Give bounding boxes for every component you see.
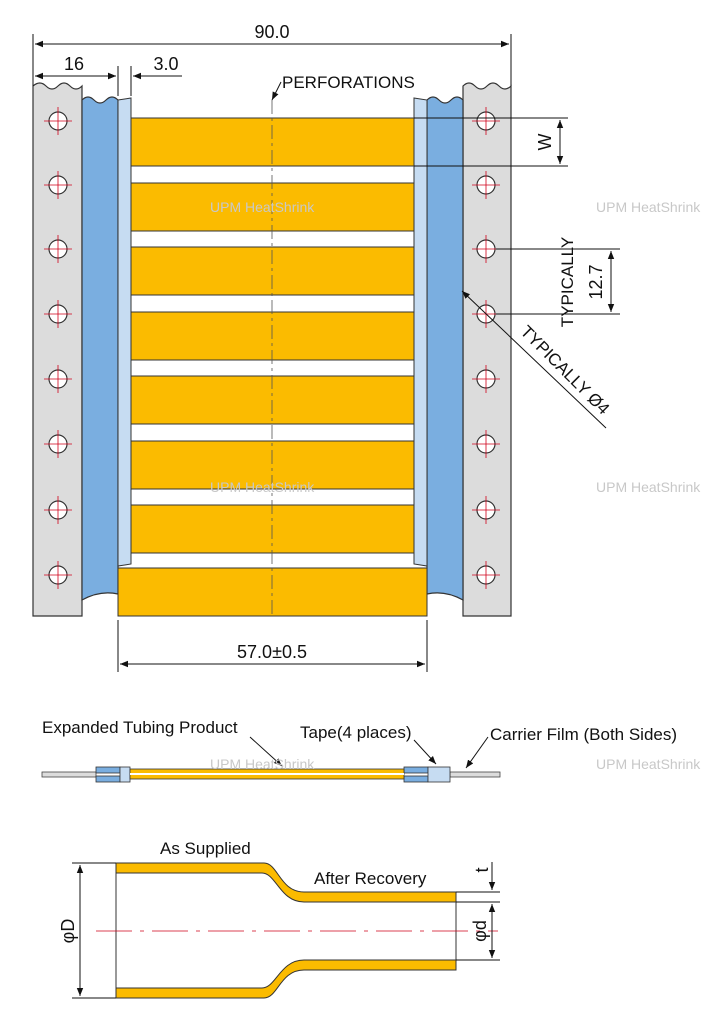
carrier-label: Carrier Film (Both Sides) — [490, 725, 677, 744]
gap-label: 3.0 — [153, 54, 178, 74]
product-leader — [249, 736, 283, 767]
after-label: After Recovery — [314, 869, 427, 888]
margin-label: 16 — [64, 54, 84, 74]
carrier-leader — [465, 736, 489, 769]
watermark: UPM HeatShrink — [596, 756, 701, 772]
small-d-label: φd — [470, 920, 490, 942]
right-carrier-film — [462, 82, 512, 617]
tube-strip — [130, 117, 415, 167]
tape-edge — [119, 766, 131, 783]
tape-label: Tape(4 places) — [300, 723, 412, 742]
tape-side — [95, 775, 121, 783]
side-view: Expanded Tubing Product Tape(4 places) C… — [41, 718, 677, 783]
hole-diameter-label: TYPICALLY Ø4 — [517, 322, 614, 419]
tape-side — [95, 766, 121, 774]
product-label: Expanded Tubing Product — [42, 718, 238, 737]
tube-strip — [130, 440, 415, 490]
watermark: UPM HeatShrink — [596, 479, 701, 495]
right-tape-inner — [413, 97, 428, 567]
watermark: UPM HeatShrink — [210, 756, 315, 772]
tape-leader — [413, 739, 437, 765]
length-label: 57.0±0.5 — [237, 642, 307, 662]
w-label: W — [535, 134, 555, 151]
watermarks: UPM HeatShrink UPM HeatShrink UPM HeatSh… — [210, 199, 701, 772]
left-carrier-film — [32, 82, 83, 617]
carrier-film-left — [41, 771, 97, 778]
watermark: UPM HeatShrink — [210, 199, 315, 215]
tape-edge — [427, 766, 451, 783]
tube-strip-free — [117, 567, 428, 617]
tape-side — [403, 766, 429, 774]
tube-strip — [130, 504, 415, 554]
overall-width-label: 90.0 — [254, 22, 289, 42]
tube-strip — [130, 311, 415, 361]
left-tape-inner — [117, 97, 132, 567]
t-label: t — [472, 867, 492, 872]
supplied-wall-bottom — [115, 959, 457, 999]
tube-strip — [130, 246, 415, 296]
recovery-view: φD t φd As Supplied After Recovery — [58, 839, 500, 999]
watermark: UPM HeatShrink — [596, 199, 701, 215]
hole-leader — [461, 290, 607, 429]
watermark: UPM HeatShrink — [210, 479, 315, 495]
tube-strips — [117, 117, 428, 617]
perforation-leader — [271, 81, 282, 101]
top-view: PERFORATIONS 90.0 16 3.0 W TYPICALLY 12.… — [32, 22, 620, 672]
tape-side — [403, 775, 429, 783]
big-d-label: φD — [58, 919, 78, 944]
supplied-label: As Supplied — [160, 839, 251, 858]
perforations-label: PERFORATIONS — [282, 73, 415, 92]
left-tape — [81, 96, 119, 602]
carrier-film-right — [449, 771, 501, 778]
tube-strip — [130, 375, 415, 425]
pitch-typ-label: TYPICALLY — [558, 237, 577, 327]
tube-strip — [130, 182, 415, 232]
right-tape — [426, 96, 464, 602]
pitch-label: 12.7 — [586, 264, 606, 299]
